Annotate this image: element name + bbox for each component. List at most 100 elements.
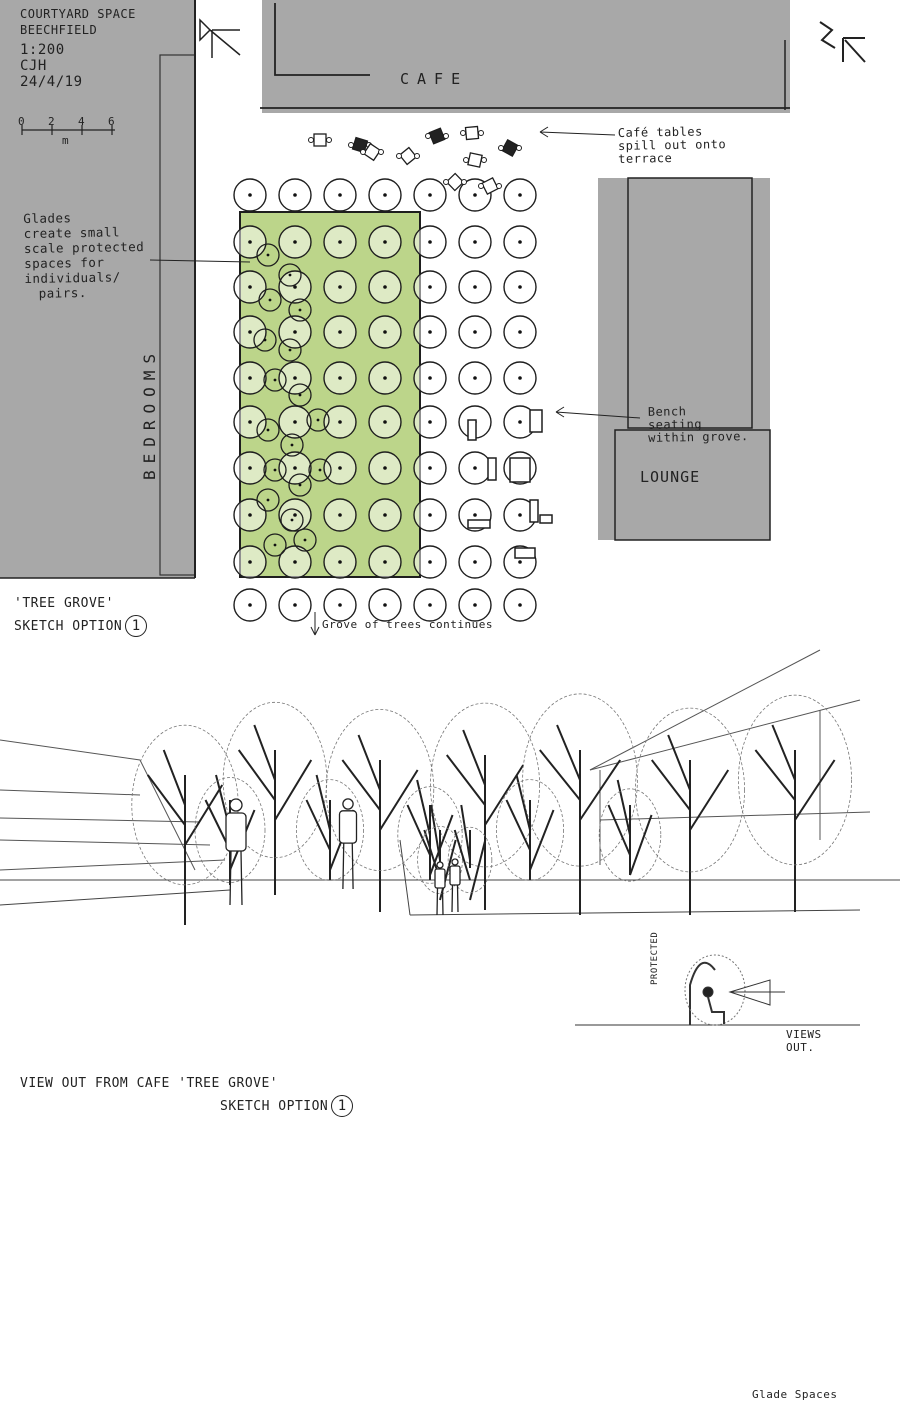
title-line2: BEECHFIELD [20,23,98,37]
tree-canopy [413,315,447,349]
lounge-building [598,177,771,541]
tree-canopy [413,451,447,485]
cafe-building [260,0,790,113]
tree-canopy [458,451,492,485]
tree-canopy [368,498,402,532]
tree-canopy [323,361,357,395]
tree-canopy [278,498,312,532]
site-plan: COURTYARD SPACE BEECHFIELD 1:200 CJH 24/… [0,0,900,640]
title-line1: COURTYARD SPACE [20,7,136,21]
cafe-table [425,127,449,145]
tree-canopy [323,451,357,485]
glade-tree [288,473,312,497]
perspective-tree [598,779,662,882]
title-initials: CJH [20,58,47,74]
tree-canopy [413,545,447,579]
north-arrow-right [819,21,866,63]
glade-tree [256,488,280,512]
tree-canopy [458,588,492,622]
scale-tick-6: 6 [108,115,116,128]
benches [467,409,553,559]
glade-tree [288,383,312,407]
tree-canopy [278,588,312,622]
grove-continues-note: Grove of trees continues [322,618,493,631]
tree-canopy [368,178,402,212]
tree-canopy [503,225,537,259]
tree-canopy [233,361,267,395]
views-out-line1: VIEWS [786,1028,822,1041]
tree-canopy [368,451,402,485]
views-out-label: VIEWS OUT. [786,1028,822,1054]
tree-canopy [413,588,447,622]
tree-canopy [233,588,267,622]
title-date: 24/4/19 [20,74,83,90]
glade-inset-sketch [575,954,860,1026]
cafe-table [308,133,332,147]
glade-tree [256,418,280,442]
glade-tree [258,288,282,312]
tree-canopy [233,545,267,579]
left-building-lines [0,739,226,871]
person-figure [434,861,446,916]
cafe-table [348,136,372,154]
tree-canopy [278,405,312,439]
glades-note: Glades create small scale protected spac… [23,209,145,301]
perspective-tree [417,804,463,901]
tree-canopy [503,588,537,622]
glade-tree [288,298,312,322]
tree-canopy [368,545,402,579]
bench-note-line3: within grove. [648,429,749,445]
person-figure [338,798,358,890]
tree-canopy [368,588,402,622]
glade-tree [278,263,302,287]
glade-tree [306,408,330,432]
tree-canopy [233,178,267,212]
cafe-table [463,152,487,168]
tree-canopy [323,405,357,439]
glade-tree [256,243,280,267]
glade-tree [253,328,277,352]
glades-note-line6: pairs. [38,284,87,301]
tree-canopy [323,315,357,349]
tree-canopy [368,405,402,439]
tree-canopy [278,451,312,485]
tree-canopy [278,315,312,349]
perspective-tree [222,701,328,895]
scale-tick-4: 4 [78,115,86,128]
tree-canopy [323,225,357,259]
tree-canopy [323,178,357,212]
view-option-number: 1 [331,1095,354,1117]
tree-canopy [503,270,537,304]
bedrooms-label: BEDROOMS [140,346,159,480]
perspective-view: PROTECTED VIEWS OUT. Glade Spaces VIEW O… [0,640,900,1401]
tree-canopy [233,225,267,259]
tree-canopy [413,405,447,439]
tree-canopy [233,270,267,304]
tree-canopy [368,361,402,395]
tree-canopy [413,270,447,304]
cafe-table [360,142,384,162]
tree-canopy [503,178,537,212]
views-out-line2: OUT. [786,1041,815,1054]
tree-canopy [323,545,357,579]
person-figure [449,858,461,913]
tree-canopy [278,225,312,259]
glade-caption: Glade Spaces [752,1388,838,1401]
cafe-label: CAFE [400,70,469,88]
tree-canopy [368,315,402,349]
title-block: COURTYARD SPACE BEECHFIELD 1:200 CJH 24/… [20,6,136,90]
perspective-tree [738,694,852,912]
plan-option-line1: 'TREE GROVE' [14,596,114,611]
perspective-tree [429,702,540,910]
glade-tree [308,458,332,482]
view-option-label: VIEW OUT FROM CAFE 'TREE GROVE' SKETCH O… [20,1076,354,1117]
tree-canopy [323,588,357,622]
tree-canopy [458,225,492,259]
cafe-table [443,172,467,192]
scale-tick-2: 2 [48,115,56,128]
title-scale: 1:200 [20,42,65,58]
tree-canopy [458,361,492,395]
perspective-drawing [0,649,900,1026]
tree-canopy [278,270,312,304]
